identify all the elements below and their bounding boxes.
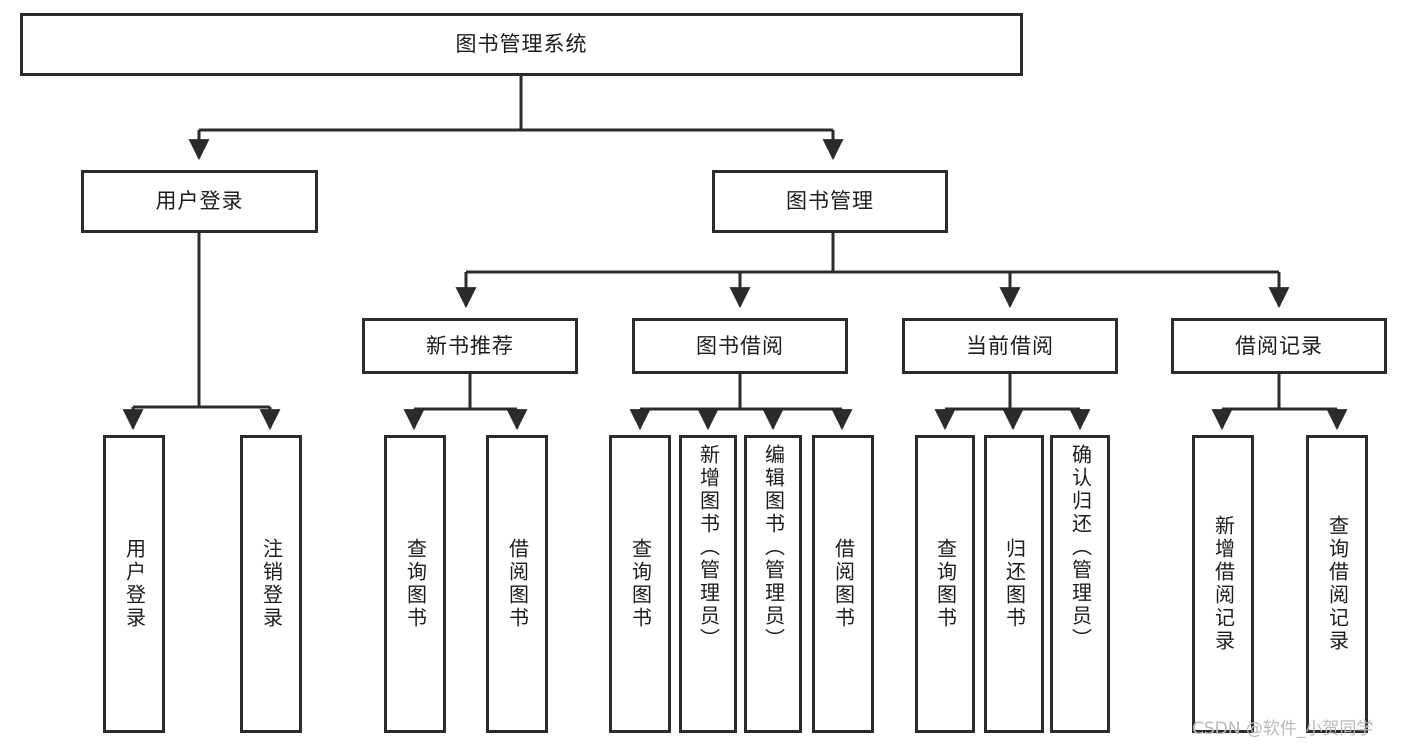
- node-book-borrow-label: 图书借阅: [696, 333, 784, 358]
- node-leaf-query-book-3-label: 查询图书: [933, 538, 958, 630]
- node-leaf-query-record-label: 查询借阅记录: [1325, 515, 1350, 653]
- node-leaf-add-record[interactable]: 新增借阅记录: [1192, 435, 1254, 733]
- node-book-management[interactable]: 图书管理: [712, 170, 948, 233]
- node-leaf-add-record-label: 新增借阅记录: [1211, 515, 1236, 653]
- node-leaf-edit-book-label: 编辑图书（管理员）: [761, 444, 786, 651]
- node-leaf-borrow-book-2-label: 借阅图书: [831, 538, 856, 630]
- node-leaf-borrow-book-1[interactable]: 借阅图书: [486, 435, 548, 733]
- node-leaf-edit-book[interactable]: 编辑图书（管理员）: [744, 435, 802, 733]
- node-new-book-recommend-label: 新书推荐: [426, 333, 514, 358]
- node-current-borrow-label: 当前借阅: [966, 333, 1054, 358]
- node-root-label: 图书管理系统: [455, 32, 588, 57]
- node-leaf-add-book[interactable]: 新增图书（管理员）: [679, 435, 737, 733]
- node-root[interactable]: 图书管理系统: [20, 13, 1023, 76]
- node-leaf-user-login-label: 用户登录: [122, 538, 147, 630]
- node-leaf-confirm-return-label: 确认归还（管理员）: [1068, 444, 1093, 651]
- node-borrow-record[interactable]: 借阅记录: [1171, 318, 1387, 374]
- node-leaf-query-book-1[interactable]: 查询图书: [384, 435, 446, 733]
- node-new-book-recommend[interactable]: 新书推荐: [362, 318, 578, 374]
- node-leaf-user-login[interactable]: 用户登录: [103, 435, 165, 733]
- node-leaf-borrow-book-1-label: 借阅图书: [505, 538, 530, 630]
- node-user-login[interactable]: 用户登录: [81, 170, 318, 233]
- watermark: CSDN @软件_小贺同学: [1192, 719, 1374, 739]
- node-user-login-label: 用户登录: [155, 189, 244, 214]
- node-leaf-borrow-book-2[interactable]: 借阅图书: [812, 435, 874, 733]
- node-leaf-query-book-2[interactable]: 查询图书: [609, 435, 671, 733]
- node-leaf-query-book-1-label: 查询图书: [403, 538, 428, 630]
- node-leaf-query-book-2-label: 查询图书: [628, 538, 653, 630]
- node-leaf-return-book-label: 归还图书: [1002, 538, 1027, 630]
- node-leaf-query-record[interactable]: 查询借阅记录: [1306, 435, 1368, 733]
- node-leaf-add-book-label: 新增图书（管理员）: [696, 444, 721, 651]
- node-leaf-return-book[interactable]: 归还图书: [984, 435, 1044, 733]
- node-leaf-confirm-return[interactable]: 确认归还（管理员）: [1050, 435, 1110, 733]
- node-book-borrow[interactable]: 图书借阅: [632, 318, 848, 374]
- node-borrow-record-label: 借阅记录: [1235, 333, 1323, 358]
- node-leaf-user-logout-label: 注销登录: [259, 538, 284, 630]
- node-book-management-label: 图书管理: [786, 189, 874, 214]
- node-leaf-query-book-3[interactable]: 查询图书: [915, 435, 975, 733]
- node-leaf-user-logout[interactable]: 注销登录: [240, 435, 302, 733]
- node-current-borrow[interactable]: 当前借阅: [902, 318, 1118, 374]
